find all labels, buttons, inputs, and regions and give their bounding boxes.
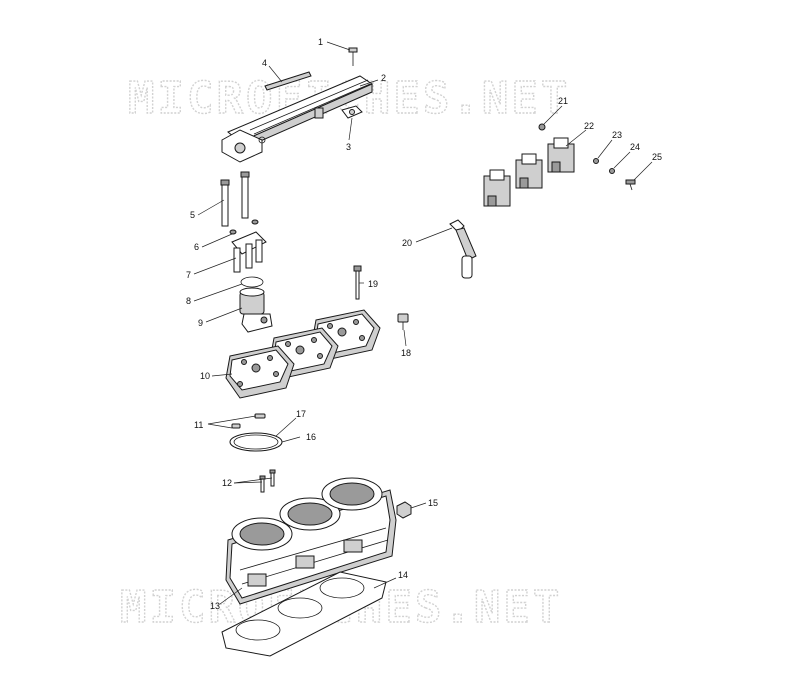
part-base-gasket-14 bbox=[221, 571, 387, 657]
callout-22: 22 bbox=[584, 121, 594, 131]
part-flange-3 bbox=[341, 105, 363, 119]
callout-2: 2 bbox=[381, 73, 386, 83]
part-studs-5 bbox=[220, 171, 250, 227]
callout-labels: 1 2 3 4 5 6 7 8 9 10 11 12 13 14 15 16 1… bbox=[186, 37, 662, 611]
callout-10: 10 bbox=[200, 371, 210, 381]
callout-13: 13 bbox=[210, 601, 220, 611]
callout-11: 11 bbox=[194, 420, 203, 430]
callout-16: 16 bbox=[306, 432, 316, 442]
callout-12: 12 bbox=[222, 478, 232, 488]
callout-7: 7 bbox=[186, 270, 191, 280]
part-coils-22 bbox=[483, 137, 575, 207]
callout-5: 5 bbox=[190, 210, 195, 220]
part-bolt-19 bbox=[353, 265, 362, 300]
part-valve-9 bbox=[239, 287, 273, 333]
callout-1: 1 bbox=[318, 37, 323, 47]
callout-3: 3 bbox=[346, 142, 351, 152]
callout-20: 20 bbox=[402, 238, 412, 248]
callout-17: 17 bbox=[296, 409, 306, 419]
part-studs-12 bbox=[259, 469, 276, 493]
callout-14: 14 bbox=[398, 570, 408, 580]
part-screw-25 bbox=[625, 179, 636, 191]
callout-19: 19 bbox=[368, 279, 378, 289]
part-nut-15 bbox=[396, 501, 412, 519]
part-orings-6 bbox=[229, 219, 259, 235]
part-cylinder-heads-10 bbox=[225, 309, 381, 399]
part-manifold-2 bbox=[221, 75, 374, 163]
callout-18: 18 bbox=[401, 348, 411, 358]
callout-8: 8 bbox=[186, 296, 191, 306]
part-bracket-7 bbox=[231, 231, 267, 273]
part-washer-23 bbox=[593, 158, 599, 164]
part-fittings-11 bbox=[231, 413, 266, 429]
part-bolt-1 bbox=[348, 47, 358, 66]
part-gasket-16 bbox=[229, 432, 283, 452]
part-sensor-18 bbox=[397, 313, 409, 330]
callout-15: 15 bbox=[428, 498, 438, 508]
callout-4: 4 bbox=[262, 58, 267, 68]
callout-9: 9 bbox=[198, 318, 203, 328]
callout-6: 6 bbox=[194, 242, 199, 252]
part-nut-21 bbox=[538, 123, 546, 131]
part-washer-24 bbox=[609, 168, 615, 174]
part-oring-8 bbox=[240, 276, 264, 288]
callout-25: 25 bbox=[652, 152, 662, 162]
callout-21: 21 bbox=[558, 96, 568, 106]
part-cylinder-block-13 bbox=[225, 477, 397, 605]
callout-23: 23 bbox=[612, 130, 622, 140]
leader-lines bbox=[193, 41, 653, 605]
callout-24: 24 bbox=[630, 142, 640, 152]
part-plug-cap-20 bbox=[449, 219, 477, 279]
part-strip-4 bbox=[264, 71, 312, 91]
